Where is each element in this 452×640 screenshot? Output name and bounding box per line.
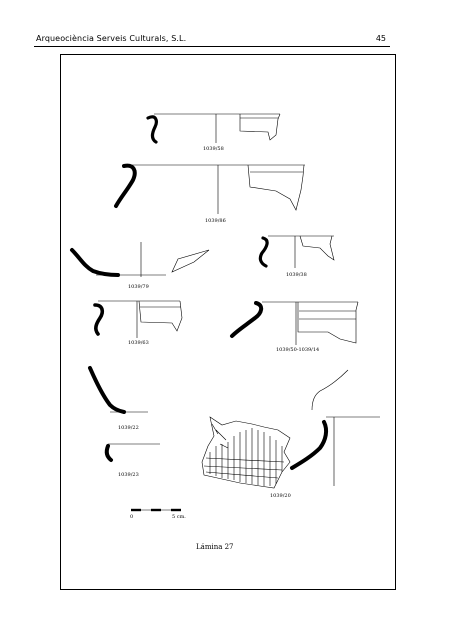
sherd-drawing-1039-58 bbox=[146, 113, 281, 144]
sherd-drawing-1039-63 bbox=[93, 300, 183, 338]
header-title: Arqueociència Serveis Culturals, S.L. bbox=[36, 34, 187, 43]
sherd-drawing-1039-23 bbox=[104, 443, 160, 462]
sherd-label: 1039/22 bbox=[118, 425, 139, 431]
scale-start-label: 0 bbox=[130, 514, 134, 520]
page-number: 45 bbox=[375, 34, 386, 43]
plate-caption: Lámina 27 bbox=[196, 543, 234, 551]
sherd-label: 1039/23 bbox=[118, 472, 139, 478]
sherd-drawing-1039-22 bbox=[88, 366, 148, 414]
sherd-label: 1039/50-1039/14 bbox=[276, 347, 320, 353]
page-header: Arqueociència Serveis Culturals, S.L. 45 bbox=[36, 34, 388, 46]
sherd-label: 1039/20 bbox=[270, 493, 291, 499]
sherd-label: 1039/58 bbox=[203, 146, 224, 152]
header-rule bbox=[34, 46, 390, 47]
sherd-drawing-1039-50-14 bbox=[230, 301, 359, 345]
sherd-drawing-1039-38 bbox=[258, 235, 335, 268]
sherd-label: 1039/86 bbox=[205, 218, 226, 224]
sherd-label: 1039/38 bbox=[286, 272, 307, 278]
sherd-label: 1039/63 bbox=[128, 340, 149, 346]
sherd-drawing-1039-79 bbox=[70, 242, 210, 277]
scale-end-label: 5 cm. bbox=[172, 514, 186, 520]
sherd-label: 1039/79 bbox=[128, 284, 149, 290]
sherd-drawing-1039-20 bbox=[201, 369, 380, 489]
plate-frame bbox=[60, 54, 396, 590]
sherd-drawing-1039-86 bbox=[114, 163, 305, 214]
